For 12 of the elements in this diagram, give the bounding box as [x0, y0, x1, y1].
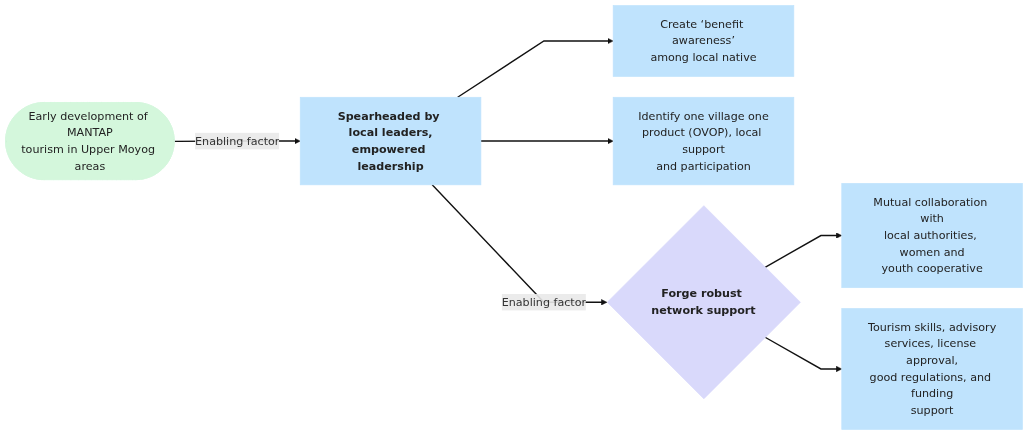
arrow: [764, 232, 843, 268]
arrow: [764, 336, 843, 373]
arrow: [480, 138, 614, 145]
node-box: Tourism skills, advisory services, license approval, good regulations, and funding support: [841, 308, 1024, 430]
edge-label: Enabling factor: [195, 134, 280, 148]
node-diamond: Forge robust network support: [607, 205, 802, 400]
edge-label: Enabling factor: [502, 295, 587, 309]
arrow: [457, 37, 614, 98]
node-box: Identify one village one product (OVOP), local support and participation: [613, 96, 795, 186]
node-box: Spearheaded by local leaders, empowered leadership: [300, 96, 482, 186]
node-box: Mutual collaboration with local authorities, women and youth cooperative: [841, 183, 1024, 288]
node-box: Create ‘benefit awareness’ among local native: [613, 5, 795, 77]
